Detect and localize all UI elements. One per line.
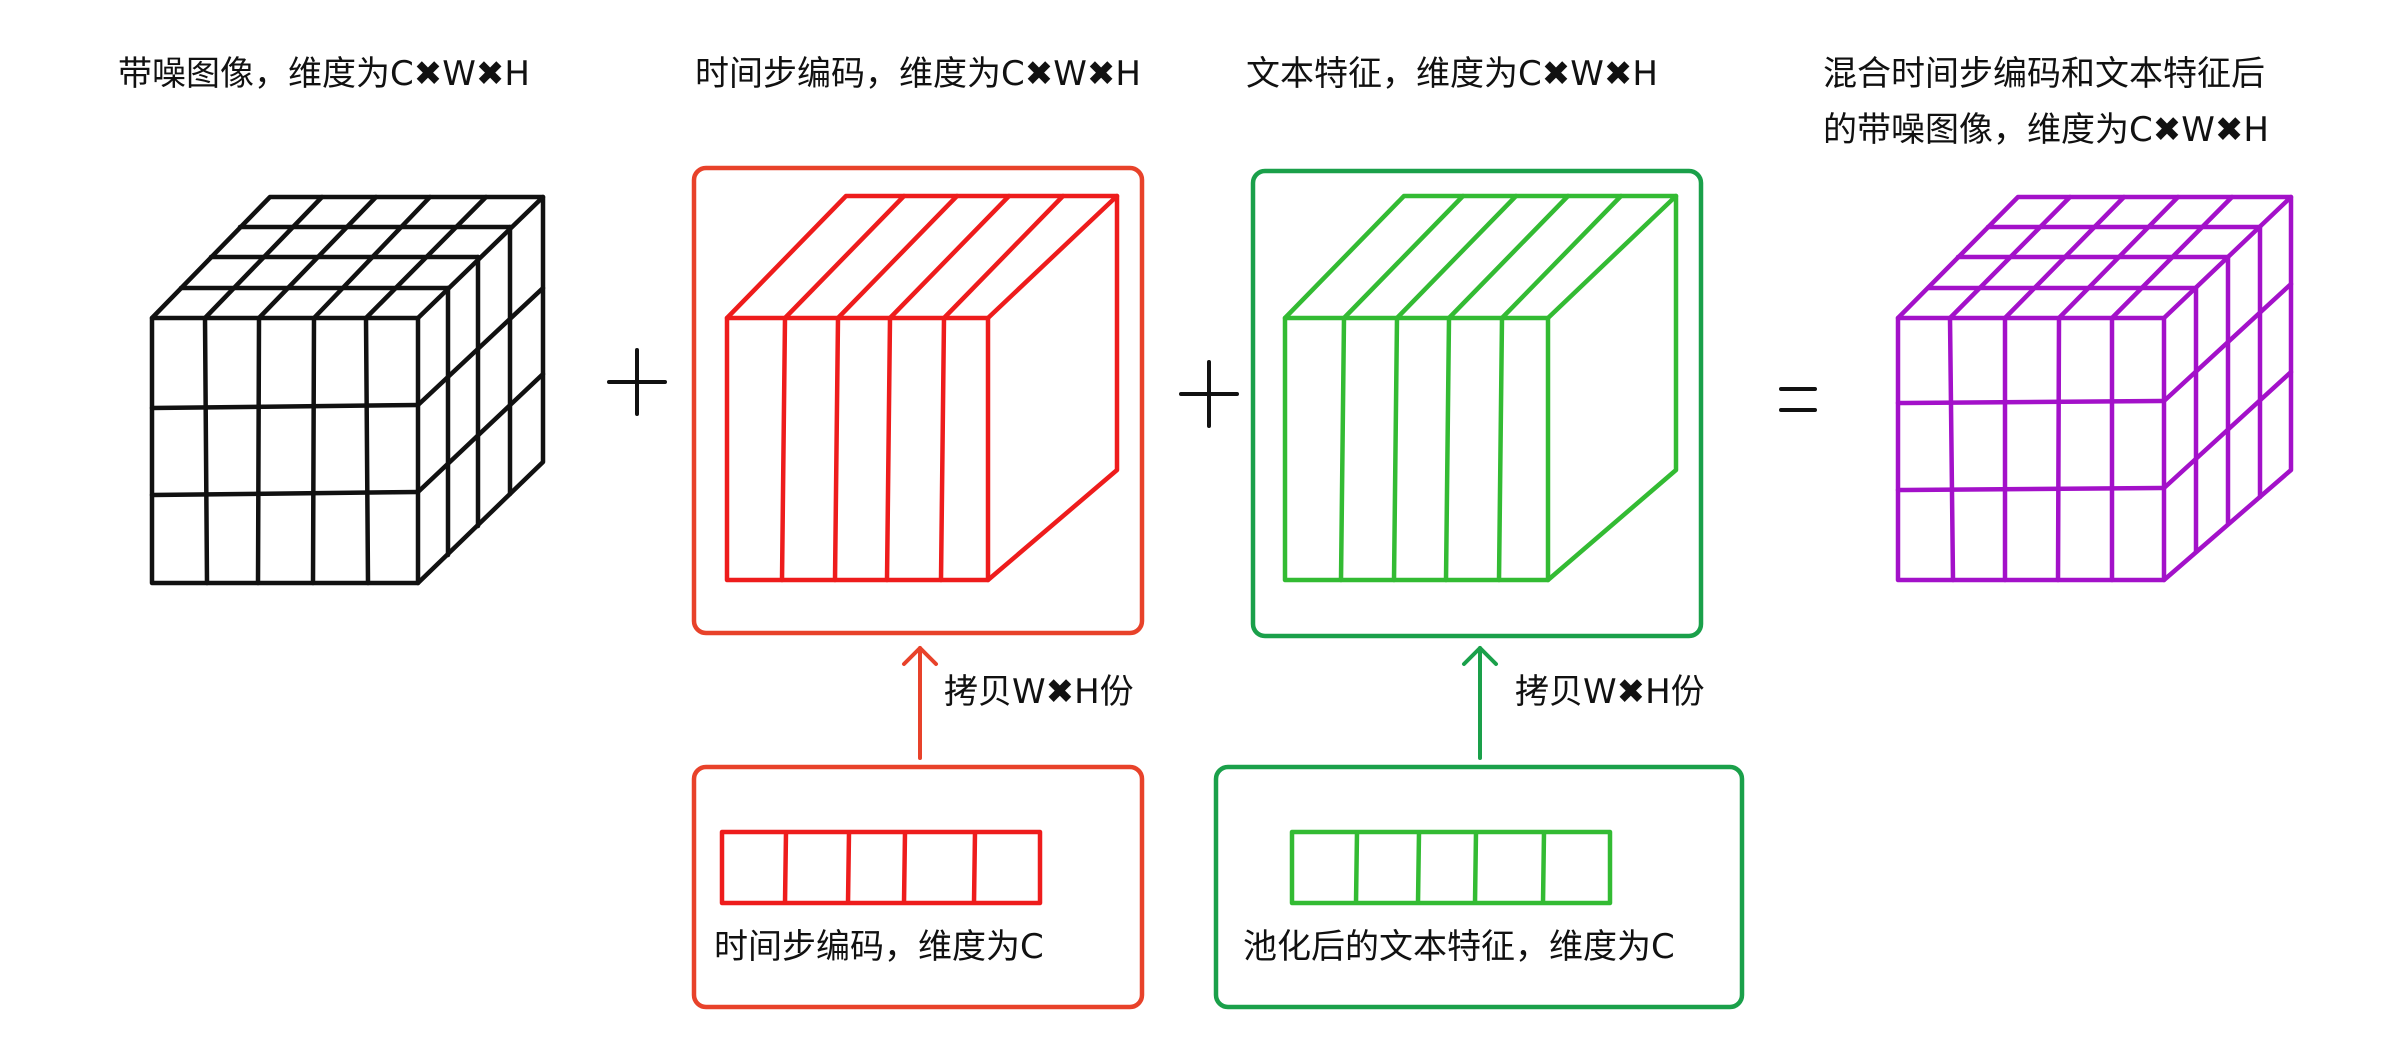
noisy-image-cube bbox=[149, 194, 546, 586]
result-cube-top-face bbox=[1895, 194, 2294, 321]
timestep-encoding-label: 时间步编码，维度为C✖W✖H bbox=[695, 54, 1141, 94]
timestep-vector-label: 时间步编码，维度为C bbox=[714, 927, 1044, 967]
result-label-line1: 混合时间步编码和文本特征后 bbox=[1823, 54, 2265, 94]
copy-arrow-right bbox=[1462, 646, 1498, 760]
timestep-encoding-cube bbox=[724, 193, 1120, 583]
pooled-text-vector-cells bbox=[1289, 829, 1613, 906]
result-label-line2: 的带噪图像，维度为C✖W✖H bbox=[1823, 110, 2269, 150]
result-cube-side-face bbox=[2161, 194, 2294, 583]
timestep-cube-box bbox=[691, 165, 1145, 636]
pooled-text-vector-label: 池化后的文本特征，维度为C bbox=[1243, 927, 1675, 967]
noisy-cube-top-face bbox=[149, 194, 546, 321]
plus-sign-1 bbox=[607, 348, 667, 416]
pooled-text-vector-box bbox=[1213, 764, 1745, 1010]
noisy-cube-side-face bbox=[415, 194, 546, 586]
copy-label-right: 拷贝W✖H份 bbox=[1515, 672, 1705, 712]
timestep-vector-box bbox=[691, 764, 1145, 1010]
timestep-vector-cells bbox=[719, 829, 1043, 906]
noisy-cube-front-face bbox=[149, 315, 421, 586]
result-cube-front-face bbox=[1895, 315, 2167, 583]
plus-sign-2 bbox=[1179, 360, 1239, 428]
text-feature-cube-box bbox=[1250, 168, 1704, 639]
noisy-image-label: 带噪图像，维度为C✖W✖H bbox=[118, 54, 530, 94]
result-cube bbox=[1895, 194, 2294, 583]
text-feature-cube bbox=[1282, 193, 1679, 583]
copy-arrow-left bbox=[902, 646, 938, 760]
copy-label-left: 拷贝W✖H份 bbox=[944, 672, 1134, 712]
text-feature-label: 文本特征，维度为C✖W✖H bbox=[1246, 54, 1658, 94]
equals-sign bbox=[1779, 387, 1817, 412]
